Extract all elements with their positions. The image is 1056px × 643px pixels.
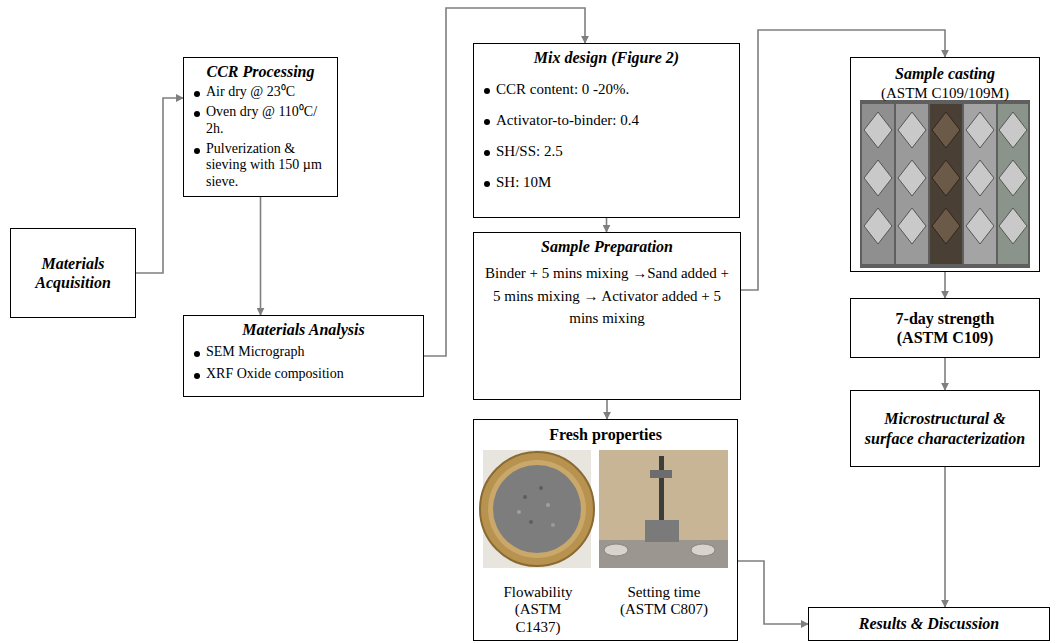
flow-arrow: [606, 400, 608, 419]
flow-table-photo: [480, 450, 594, 568]
box-heading: Fresh properties: [474, 425, 737, 444]
process-box: Mix design (Figure 2) CCR content: 0 -20%…: [473, 43, 740, 218]
process-box: Materials AnalysisSEM MicrographXRF Oxid…: [183, 315, 424, 397]
bullet-dot: [484, 88, 490, 94]
bullet-dot: [194, 111, 200, 117]
bullet-item: XRF Oxide composition: [192, 366, 415, 383]
bullet-dot: [484, 181, 490, 187]
box-heading: 7-day strength: [859, 309, 1031, 328]
bullet-item: Oven dry @ 110⁰C/ 2h.: [192, 104, 329, 138]
box-text: Binder + 5 mins mixing →Sand added + 5 m…: [482, 262, 732, 330]
bullet-item: Pulverization & sieving with 150 µm siev…: [192, 141, 329, 191]
process-box: Sample PreparationBinder + 5 mins mixing…: [473, 232, 741, 400]
flow-arrow: [260, 197, 262, 315]
process-box: Sample casting(ASTM C109/109M): [850, 57, 1040, 272]
flow-arrow: [606, 218, 608, 232]
bullet-dot: [484, 150, 490, 156]
flow-arrow: [136, 98, 183, 273]
bullet-dot: [194, 91, 200, 97]
process-box: Materials Acquisition: [10, 228, 136, 318]
bullet-item: Air dry @ 23⁰C: [192, 84, 329, 101]
bullet-dot: [484, 119, 490, 125]
bullet-item: CCR content: 0 -20%.: [482, 80, 731, 98]
process-box: Results & Discussion: [808, 607, 1050, 641]
bullet-text: Air dry @ 23⁰C: [206, 84, 295, 99]
flow-arrow: [944, 467, 946, 607]
bullet-item: SH: 10M: [482, 173, 731, 191]
box-text: Flowability (ASTM C1437): [498, 584, 578, 636]
box-text: (ASTM C109/109M): [851, 84, 1039, 102]
box-heading: Results & Discussion: [817, 614, 1041, 633]
box-heading: Materials Analysis: [192, 320, 415, 339]
bullet-text: Activator-to-binder: 0.4: [496, 112, 639, 128]
bullet-item: Activator-to-binder: 0.4: [482, 111, 731, 129]
mould-photo: [860, 100, 1030, 268]
bullet-dot: [194, 351, 200, 357]
box-heading: Sample casting: [851, 64, 1039, 83]
bullet-dot: [194, 373, 200, 379]
bullet-text: CCR content: 0 -20%.: [496, 81, 629, 97]
bullet-text: SH: 10M: [496, 174, 551, 190]
setting-time-photo: [599, 450, 728, 568]
bullet-dot: [194, 148, 200, 154]
box-heading: Sample Preparation: [482, 237, 732, 256]
bullet-text: SH/SS: 2.5: [496, 143, 563, 159]
process-box: 7-day strength(ASTM C109): [850, 298, 1040, 358]
box-text: Setting time (ASTM C807): [616, 584, 712, 619]
box-heading: Materials Acquisition: [19, 254, 127, 292]
process-box: CCR ProcessingAir dry @ 23⁰C Oven dry @ 1…: [183, 57, 338, 197]
flow-arrow: [944, 358, 946, 390]
box-heading: CCR Processing: [192, 62, 329, 81]
box-text: (ASTM C109): [859, 328, 1031, 347]
bullet-text: SEM Micrograph: [206, 344, 304, 359]
bullet-item: SEM Micrograph: [192, 344, 415, 361]
process-box: Microstructural & surface characterizati…: [850, 390, 1040, 467]
bullet-text: Oven dry @ 110⁰C/ 2h.: [206, 104, 317, 136]
process-box: Fresh propertiesFlowability (ASTM C1437)…: [473, 419, 738, 641]
bullet-text: XRF Oxide composition: [206, 366, 344, 381]
flow-arrow: [738, 561, 808, 624]
bullet-text: Pulverization & sieving with 150 µm siev…: [206, 141, 322, 190]
box-heading: Mix design (Figure 2): [482, 48, 731, 67]
flow-arrow: [944, 272, 946, 298]
bullet-item: SH/SS: 2.5: [482, 142, 731, 160]
box-heading: Microstructural & surface characterizati…: [859, 409, 1031, 447]
